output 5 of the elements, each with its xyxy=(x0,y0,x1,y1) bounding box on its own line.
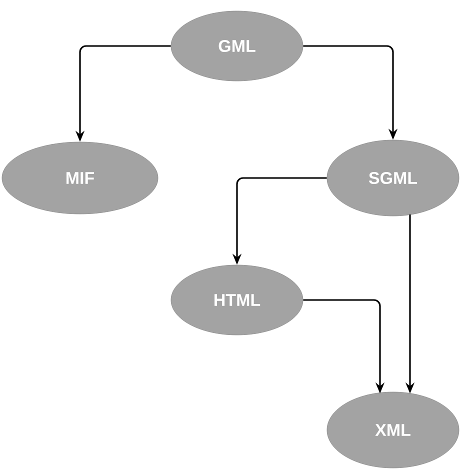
ellipse-node: XML xyxy=(326,392,460,468)
ellipse-node: GML xyxy=(170,10,304,82)
ellipse-node: HTML xyxy=(170,264,304,336)
ellipse-node: MIF xyxy=(2,142,158,214)
ellipse-node: SGML xyxy=(326,140,460,216)
